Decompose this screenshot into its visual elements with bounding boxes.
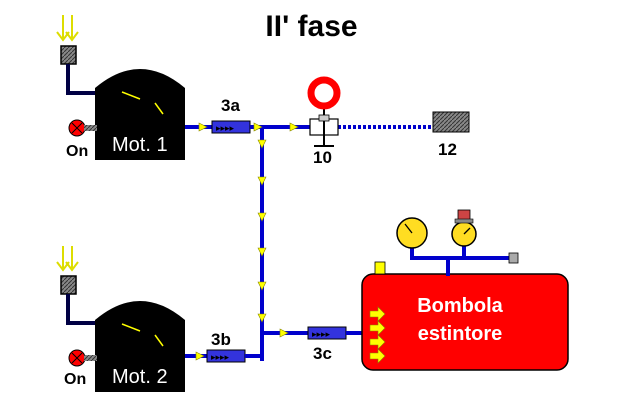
tank-label: Bombola estintore xyxy=(380,292,540,348)
gauge-valve-top xyxy=(457,209,471,221)
switch-2-label: On xyxy=(64,371,87,388)
flow-arrows xyxy=(195,122,299,361)
motor-2-needle-b xyxy=(154,334,164,347)
motor-2-body xyxy=(95,301,185,392)
outlet-12 xyxy=(432,111,470,133)
motor-1-needle-b xyxy=(154,102,164,115)
label-3b: 3b xyxy=(211,330,231,349)
extinguisher-tank xyxy=(361,273,569,371)
label-3a: 3a xyxy=(221,96,240,115)
tank-cap xyxy=(374,261,386,275)
label-3c: 3c xyxy=(313,344,332,363)
inlet-arrows-bottom xyxy=(56,246,79,272)
svg-text:▸▸▸▸: ▸▸▸▸ xyxy=(211,353,230,363)
tank-label-line1: Bombola xyxy=(417,295,503,317)
svg-text:▸▸▸▸: ▸▸▸▸ xyxy=(312,330,331,340)
manifold-end xyxy=(508,252,519,264)
inlet-filter-bottom xyxy=(60,275,77,295)
switch-2-shaft xyxy=(84,355,97,361)
switch-1-label: On xyxy=(66,143,89,160)
motor-2-needle-a xyxy=(121,323,141,332)
inlet-arrows-top xyxy=(56,15,79,42)
inlet-filter-top xyxy=(60,45,77,65)
switch-1-shaft xyxy=(84,125,97,131)
tank-label-line2: estintore xyxy=(417,323,503,345)
valve-10-handwheel[interactable] xyxy=(307,76,341,110)
motor-1-body xyxy=(95,69,185,160)
manifold-pipe xyxy=(410,244,510,276)
label-10: 10 xyxy=(313,148,332,167)
inlet-pipe-bottom xyxy=(66,294,105,325)
diagram-title: II' fase xyxy=(265,10,358,43)
label-12: 12 xyxy=(438,140,457,159)
motor-1-needle-a xyxy=(121,91,141,100)
inlet-pipe-top xyxy=(66,64,105,95)
svg-text:▸▸▸▸: ▸▸▸▸ xyxy=(216,124,235,134)
tank-inlet-arrows xyxy=(369,306,386,364)
motor-1-label: Mot. 1 xyxy=(112,134,168,156)
motor-2-label: Mot. 2 xyxy=(112,366,168,388)
